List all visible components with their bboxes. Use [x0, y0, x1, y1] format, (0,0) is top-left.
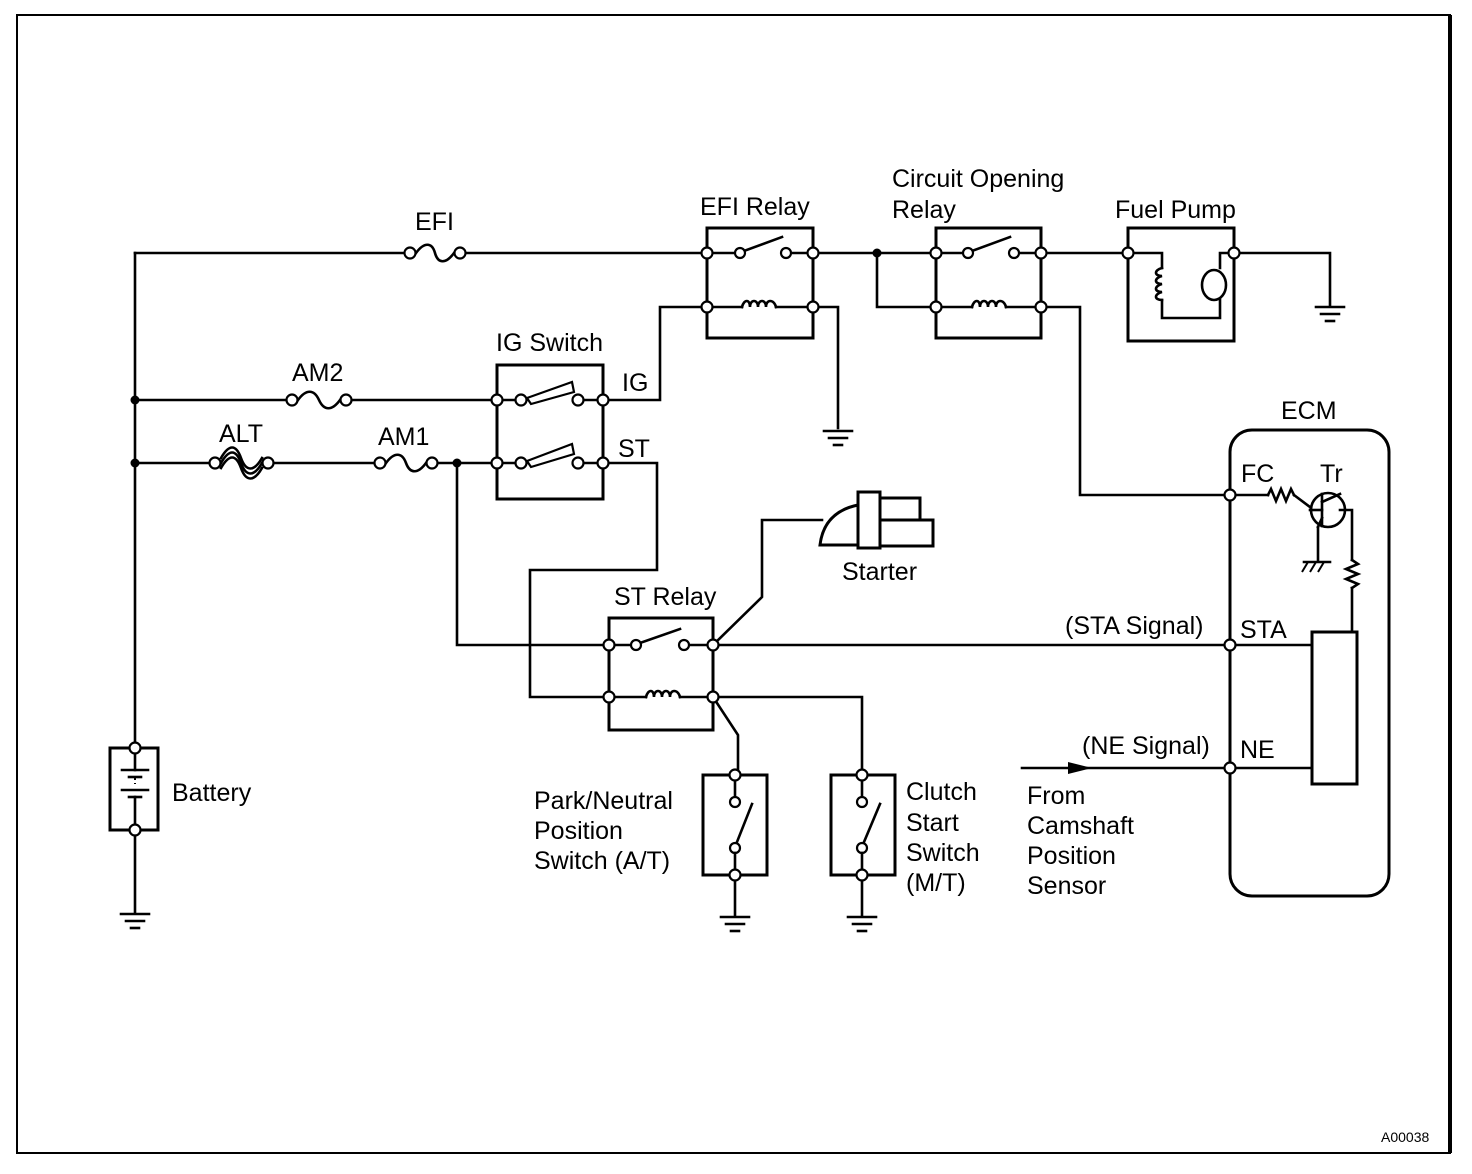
wires: [133, 251, 1332, 917]
battery-label: Battery: [172, 779, 252, 807]
alt-fusible-link: [208, 446, 275, 480]
am2-fuse: [285, 390, 353, 410]
circuit-opening-relay: [929, 226, 1048, 340]
park-neutral-label-3: Switch (A/T): [534, 847, 670, 875]
starter-motor: [818, 490, 935, 550]
am1-label: AM1: [378, 423, 429, 451]
diagram-frame: [16, 14, 1452, 1154]
ne-signal-label: (NE Signal): [1082, 732, 1210, 760]
ig-terminal-label: IG: [622, 369, 648, 397]
efi-fuse-label: EFI: [415, 208, 454, 236]
st-relay-label: ST Relay: [614, 583, 717, 611]
park-neutral-label-1: Park/Neutral: [534, 787, 673, 815]
efi-relay-label: EFI Relay: [700, 193, 810, 221]
clutch-start-switch: [829, 768, 897, 882]
junction-dots: [130, 248, 882, 468]
fc-terminal-label: FC: [1241, 460, 1274, 488]
circuit-opening-relay-label-2: Relay: [892, 196, 956, 224]
figure-code: A00038: [1381, 1129, 1429, 1145]
am2-label: AM2: [292, 359, 343, 387]
am1-fuse: [373, 453, 439, 473]
from-label-4: Sensor: [1027, 872, 1106, 900]
ig-switch: [490, 363, 610, 501]
ig-switch-label: IG Switch: [496, 329, 603, 357]
clutch-label-2: Start: [906, 809, 959, 837]
transistor-label: Tr: [1320, 460, 1343, 488]
ground-icon: [1314, 305, 1346, 323]
sta-terminal-label: STA: [1240, 616, 1287, 644]
starter-label: Starter: [842, 558, 917, 586]
clutch-label-1: Clutch: [906, 778, 977, 806]
fuel-pump-label: Fuel Pump: [1115, 196, 1236, 224]
st-terminal-label: ST: [618, 435, 650, 463]
ecm-label: ECM: [1281, 397, 1337, 425]
clutch-label-3: Switch: [906, 839, 980, 867]
ground-symbols: [119, 305, 1346, 933]
park-neutral-label-2: Position: [534, 817, 623, 845]
from-label-1: From: [1027, 782, 1085, 810]
text-labels: EFI EFI Relay Circuit Opening Relay Fuel…: [172, 165, 1429, 1145]
ground-icon: [822, 429, 854, 447]
ecm: [1223, 428, 1391, 898]
clutch-label-4: (M/T): [906, 869, 966, 897]
from-label-2: Camshaft: [1027, 812, 1134, 840]
ne-terminal-label: NE: [1240, 736, 1275, 764]
alt-label: ALT: [219, 420, 263, 448]
battery: [108, 741, 160, 837]
fuel-pump: [1121, 226, 1241, 343]
sta-signal-label: (STA Signal): [1065, 612, 1203, 640]
from-label-3: Position: [1027, 842, 1116, 870]
efi-fuse: [403, 243, 467, 263]
st-relay: [602, 616, 720, 732]
ground-icon: [846, 915, 878, 933]
ne-signal-arrow-icon: [1068, 762, 1092, 774]
ground-icon: [719, 915, 751, 933]
circuit-opening-relay-label-1: Circuit Opening: [892, 165, 1064, 193]
ground-icon: [119, 912, 151, 930]
park-neutral-switch: [701, 768, 769, 882]
efi-relay: [700, 226, 820, 340]
